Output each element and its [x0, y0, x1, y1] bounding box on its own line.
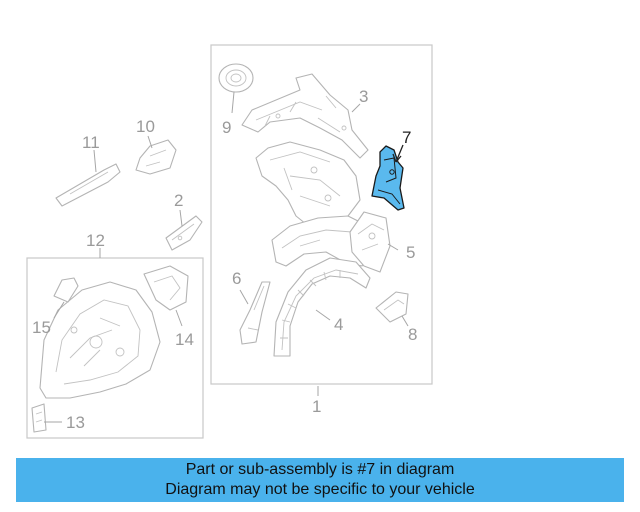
callout-15: 15 — [32, 318, 51, 337]
part-8[interactable] — [375, 291, 409, 323]
callout-12: 12 — [86, 231, 105, 250]
callout-5: 5 — [406, 243, 415, 262]
callout-4: 4 — [334, 315, 343, 334]
part-12-assembly[interactable] — [39, 281, 161, 399]
callouts: 9 3 10 11 2 7 5 6 4 8 1 12 15 14 13 — [32, 87, 417, 432]
part-15[interactable] — [53, 277, 79, 303]
callout-13: 13 — [66, 413, 85, 432]
parts-diagram: 9 3 10 11 2 7 5 6 4 8 1 12 15 14 13 — [26, 44, 433, 439]
callout-7[interactable]: 7 — [402, 128, 411, 147]
callout-8: 8 — [408, 325, 417, 344]
part-6[interactable] — [239, 281, 271, 345]
callout-3: 3 — [359, 87, 368, 106]
callout-14: 14 — [175, 330, 194, 349]
part-3[interactable] — [241, 73, 369, 159]
callout-6: 6 — [232, 269, 241, 288]
assembly-frame-1 — [210, 44, 433, 385]
part-10[interactable] — [135, 139, 177, 175]
part-14[interactable] — [143, 265, 189, 311]
assembly-frame-12 — [26, 257, 204, 439]
part-9[interactable] — [218, 63, 254, 93]
banner-line-1: Part or sub-assembly is #7 in diagram — [185, 461, 455, 478]
leader-lines — [44, 91, 409, 423]
part-13[interactable] — [31, 403, 47, 433]
part-2[interactable] — [165, 215, 203, 251]
callout-11: 11 — [82, 133, 100, 152]
info-banner: Part or sub-assembly is #7 in diagram Di… — [16, 458, 624, 502]
part-5[interactable] — [349, 211, 391, 273]
callout-2: 2 — [174, 191, 183, 210]
part-1-wheelhouse[interactable] — [271, 215, 373, 267]
part-11[interactable] — [55, 163, 121, 207]
part-4[interactable] — [273, 257, 371, 357]
callout-10: 10 — [136, 117, 155, 136]
callout-1: 1 — [312, 397, 321, 416]
inner-panel-upper[interactable] — [255, 141, 361, 225]
banner-line-2: Diagram may not be specific to your vehi… — [165, 481, 475, 498]
callout-9: 9 — [222, 118, 231, 137]
